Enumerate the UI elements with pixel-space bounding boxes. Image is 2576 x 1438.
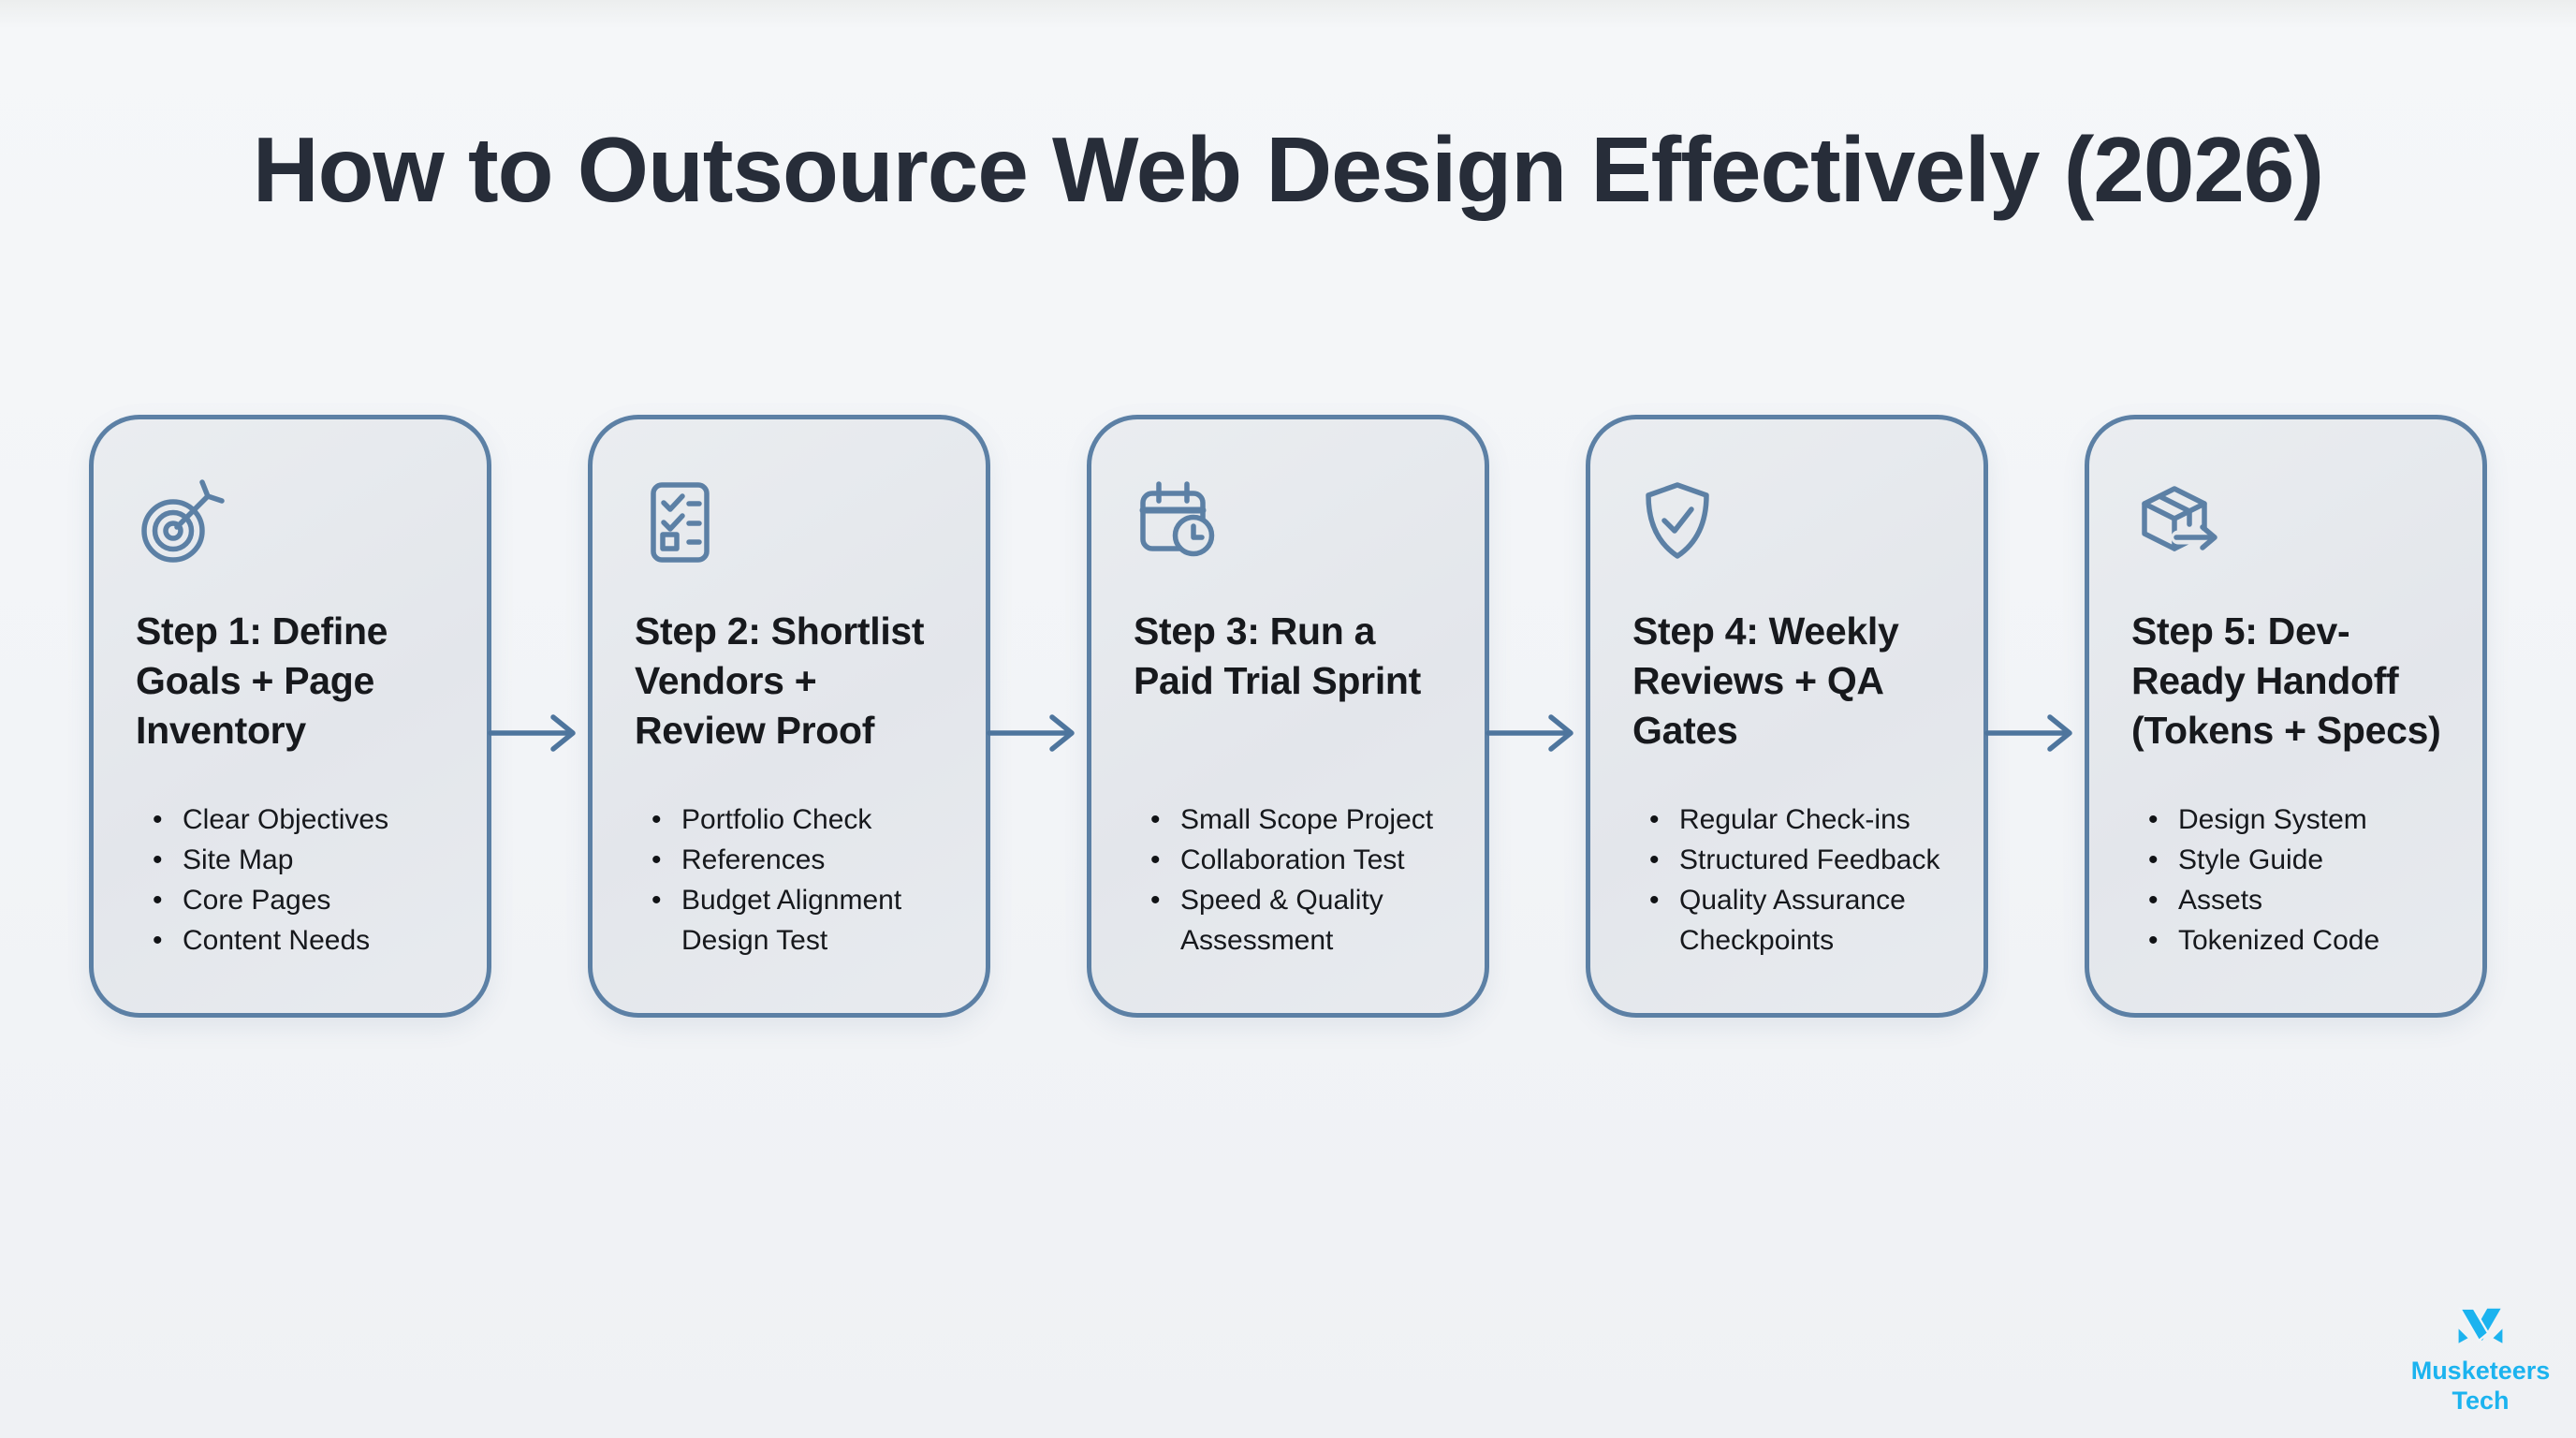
page-title: How to Outsource Web Design Effectively … — [252, 118, 2324, 221]
bullet-item: Small Scope Project — [1150, 800, 1458, 840]
bullet-item: References — [651, 840, 959, 880]
bullet-item: Site Map — [153, 840, 461, 880]
flow-arrow-3 — [1486, 415, 1586, 1018]
step-title: Step 1: Define Goals + Page Inventory — [136, 609, 388, 752]
bullet-item: Core Pages — [153, 880, 461, 920]
bullet-item: Regular Check-ins — [1649, 800, 1957, 840]
step-bullets: Small Scope Project Collaboration Test S… — [1134, 800, 1458, 961]
brand-name: Musketeers Tech — [2410, 1357, 2551, 1415]
step-bullets: Regular Check-ins Structured Feedback Qu… — [1632, 800, 1957, 961]
bullet-item: Structured Feedback — [1649, 840, 1957, 880]
step-bullets: Design System Style Guide Assets Tokeniz… — [2131, 800, 2456, 961]
bullet-item: Style Guide — [2148, 840, 2456, 880]
flow-arrow-1 — [488, 415, 588, 1018]
step-card-4: Step 4: Weekly Reviews + QA Gates Regula… — [1586, 415, 1988, 1018]
step-card-2: Step 2: Shortlist Vendors + Review Proof… — [588, 415, 990, 1018]
step-card-5: Step 5: Dev- Ready Handoff (Tokens + Spe… — [2085, 415, 2487, 1018]
step-bullets: Clear Objectives Site Map Core Pages Con… — [136, 800, 461, 961]
bullet-item: Design System — [2148, 800, 2456, 840]
bullet-item: Clear Objectives — [153, 800, 461, 840]
flow-arrow-2 — [987, 415, 1087, 1018]
brand-m-mark-icon — [2455, 1307, 2506, 1352]
target-icon — [136, 477, 226, 567]
bullet-item: Tokenized Code — [2148, 920, 2456, 961]
step-bullets: Portfolio Check References Budget Alignm… — [635, 800, 959, 961]
flow-arrow-4 — [1984, 415, 2085, 1018]
bullet-item: Speed & Quality Assessment — [1150, 880, 1458, 961]
step-title: Step 2: Shortlist Vendors + Review Proof — [635, 609, 925, 752]
process-flow-row: Step 1: Define Goals + Page Inventory Cl… — [89, 415, 2487, 1018]
bullet-item: Assets — [2148, 880, 2456, 920]
step-title: Step 5: Dev- Ready Handoff (Tokens + Spe… — [2131, 609, 2441, 752]
bullet-item: Quality Assurance Checkpoints — [1649, 880, 1957, 961]
bullet-item: Collaboration Test — [1150, 840, 1458, 880]
checklist-icon — [635, 477, 724, 567]
shield-check-icon — [1632, 477, 1722, 567]
bullet-item: Budget Alignment Design Test — [651, 880, 959, 961]
step-title: Step 4: Weekly Reviews + QA Gates — [1632, 609, 1899, 752]
bullet-item: Content Needs — [153, 920, 461, 961]
brand-logo: Musketeers Tech — [2406, 1307, 2555, 1416]
calendar-clock-icon — [1134, 477, 1223, 567]
step-card-3: Step 3: Run a Paid Trial Sprint Small Sc… — [1087, 415, 1489, 1018]
step-title: Step 3: Run a Paid Trial Sprint — [1134, 609, 1422, 702]
bullet-item: Portfolio Check — [651, 800, 959, 840]
package-icon — [2131, 477, 2221, 567]
step-card-1: Step 1: Define Goals + Page Inventory Cl… — [89, 415, 491, 1018]
